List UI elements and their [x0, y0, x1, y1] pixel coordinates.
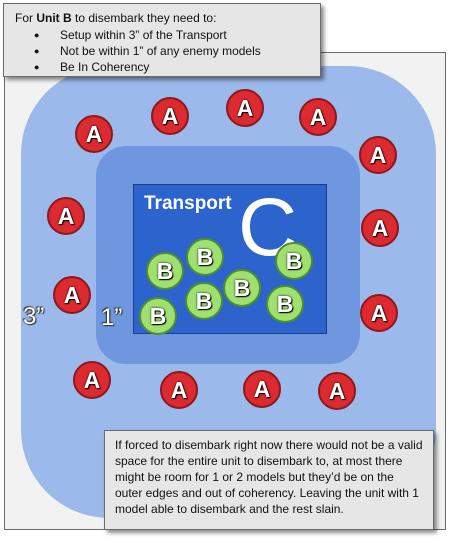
unit-b-model: B — [266, 285, 304, 323]
enemy-model: A — [359, 136, 397, 174]
unit-b-model: B — [139, 297, 177, 335]
enemy-model: A — [160, 371, 198, 409]
rule-item: Setup within 3” of the Transport — [12, 27, 312, 43]
rules-list: Setup within 3” of the Transport Not be … — [12, 27, 312, 75]
enemy-model: A — [299, 98, 337, 136]
rule-item: Be In Coherency — [12, 59, 312, 75]
enemy-model: A — [53, 276, 91, 314]
enemy-model: A — [243, 370, 281, 408]
rules-heading: For Unit B to disembark they need to: — [15, 11, 217, 25]
three-inch-label: 3” — [23, 303, 45, 330]
unit-b-model: B — [186, 238, 224, 276]
enemy-model: A — [361, 209, 399, 247]
unit-b-model: B — [146, 252, 184, 290]
enemy-model: A — [151, 97, 189, 135]
unit-b-model: B — [275, 242, 313, 280]
enemy-model: A — [47, 197, 85, 235]
enemy-model: A — [75, 115, 113, 153]
explanation-callout: If forced to disembark right now there w… — [104, 430, 434, 530]
transport-label: Transport — [144, 193, 232, 214]
enemy-model: A — [73, 361, 111, 399]
rule-item: Not be within 1” of any enemy models — [12, 43, 312, 59]
enemy-model: A — [226, 89, 264, 127]
enemy-model: A — [318, 372, 356, 410]
disembark-rules-callout: For Unit B to disembark they need to: Se… — [3, 3, 321, 77]
unit-b-model: B — [223, 269, 261, 307]
one-inch-label: 1” — [101, 304, 123, 331]
enemy-model: A — [360, 294, 398, 332]
unit-b-model: B — [185, 282, 223, 320]
